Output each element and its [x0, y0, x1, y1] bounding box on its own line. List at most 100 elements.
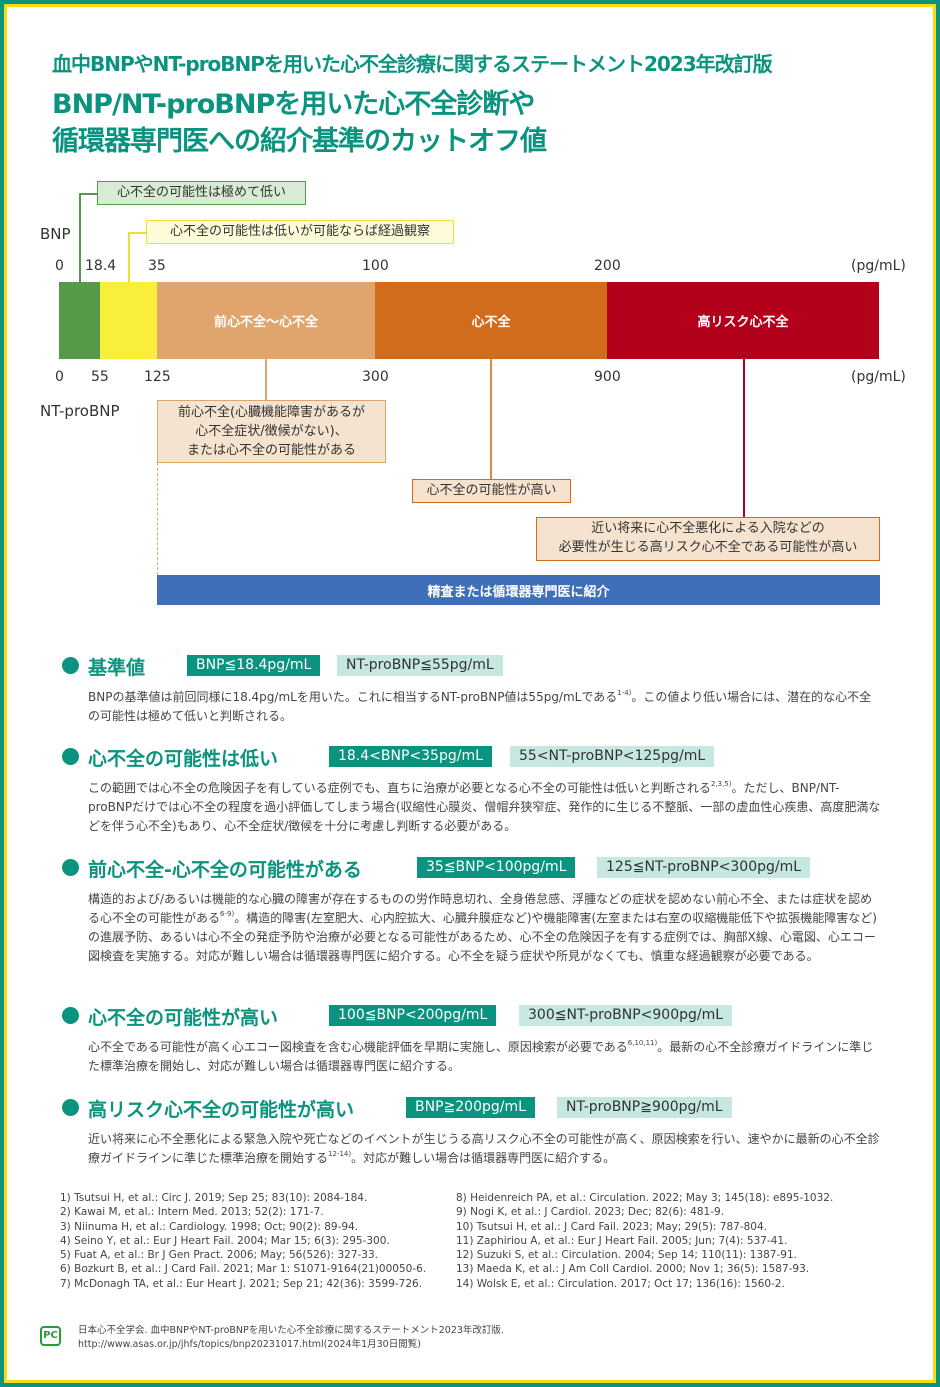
nt-badge: NT-proBNP≧900pg/mL: [557, 1097, 732, 1118]
section-text: この範囲では心不全の危険因子を有している症例でも、直ちに治療が必要となる心不全の…: [88, 779, 883, 836]
text: 心不全である可能性が高く心エコー図検査を含む心機能評価を早期に実施し、原因検索が…: [88, 1040, 628, 1054]
section-text: 心不全である可能性が高く心エコー図検査を含む心機能評価を早期に実施し、原因検索が…: [88, 1038, 883, 1076]
connector-low: [128, 232, 130, 282]
section-title: 高リスク心不全の可能性が高い: [88, 1099, 355, 1121]
segment-normal: [59, 282, 100, 359]
header-subtitle: 血中BNPやNT-proBNPを用いた心不全診療に関するステートメント2023年…: [52, 52, 773, 76]
text: 。ただし、BNP/NT-proBNPだけでは心不全の程度を過小評価してしまう場合…: [88, 781, 881, 833]
text: 近い将来に心不全悪化による緊急入院や死亡などのイベントが生じうる高リスク心不全の…: [88, 1132, 880, 1165]
section-text: 構造的および/あるいは機能的な心臓の障害が存在するものの労作時息切れ、全身倦怠感…: [88, 890, 883, 966]
citation: 2,3,5): [710, 780, 732, 788]
text: 。構造的障害(左室肥大、心内腔拡大、心臓弁膜症など)や機能障害(左室または右室の…: [88, 911, 877, 963]
bnp-tick: 200: [594, 258, 621, 274]
nt-badge: 125≦NT-proBNP<300pg/mL: [597, 857, 811, 878]
callout-high-risk: 近い将来に心不全悪化による入院などの 必要性が生じる高リスク心不全である可能性が…: [536, 517, 880, 561]
bullet-icon: [62, 859, 79, 876]
connector-high: [490, 359, 492, 479]
bnp-badge: 100≦BNP<200pg/mL: [329, 1005, 497, 1026]
section-title: 心不全の可能性は低い: [88, 748, 279, 770]
reference: 11) Zaphiriou A, et al.: Eur J Heart Fai…: [456, 1234, 788, 1247]
callout-pre-hf: 前心不全(心臓機能障害があるが 心不全症状/徴候がない)、 または心不全の可能性…: [157, 400, 386, 463]
text: 。この値より低い場合には、潜在的な心不全の可能性は極めて低いと判断される。: [88, 690, 872, 723]
reference: 1) Tsutsui H, et al.: Circ J. 2019; Sep …: [60, 1192, 368, 1204]
connector-pre: [265, 359, 267, 400]
text: この範囲では心不全の危険因子を有している症例でも、直ちに治療が必要となる心不全の…: [88, 781, 711, 795]
callout-high-risk-line: 近い将来に心不全悪化による入院などの: [591, 521, 825, 536]
reference: 2) Kawai M, et al.: Intern Med. 2013; 52…: [60, 1206, 324, 1219]
bnp-tick: 35: [148, 258, 166, 274]
citation: 1-4): [617, 689, 632, 697]
page-title-line2: 循環器専門医への紹介基準のカットオフ値: [52, 126, 547, 157]
page-title-line1: BNP/NT-proBNPを用いた心不全診断や: [52, 89, 535, 120]
section-title: 心不全の可能性が高い: [88, 1007, 279, 1029]
bnp-badge: BNP≧200pg/mL: [406, 1097, 535, 1118]
bullet-icon: [62, 1007, 79, 1024]
bnp-tick: 100: [362, 258, 389, 274]
connector-very-low: [79, 193, 81, 282]
section-title: 前心不全-心不全の可能性がある: [88, 859, 362, 881]
connector-very-low-h: [79, 193, 97, 195]
references-right: 8) Heidenreich PA, et al.: Circulation. …: [456, 1191, 833, 1291]
nt-tick: 0: [55, 369, 64, 385]
citation: 6,10,11): [627, 1039, 658, 1047]
nt-badge: 300≦NT-proBNP<900pg/mL: [519, 1005, 733, 1026]
reference: 9) Nogi K, et al.: J Cardiol. 2023; Dec;…: [456, 1206, 725, 1219]
dashed-connector: [157, 463, 159, 575]
callout-pre-line: または心不全の可能性がある: [186, 443, 356, 458]
nt-tick: 125: [144, 369, 171, 385]
nt-unit: (pg/mL): [851, 369, 906, 385]
section-text: BNPの基準値は前回同様に18.4pg/mLを用いた。これに相当するNT-pro…: [88, 688, 883, 726]
reference: 14) Wolsk E, et al.: Circulation. 2017; …: [456, 1277, 785, 1290]
reference: 8) Heidenreich PA, et al.: Circulation. …: [456, 1192, 834, 1204]
text: BNPの基準値は前回同様に18.4pg/mLを用いた。これに相当するNT-pro…: [88, 690, 618, 704]
reference: 5) Fuat A, et al.: Br J Gen Pract. 2006;…: [60, 1249, 378, 1262]
bullet-icon: [62, 657, 79, 674]
reference: 6) Bozkurt B, et al.: J Card Fail. 2021;…: [60, 1263, 427, 1276]
segment-low: [100, 282, 157, 359]
bnp-tick: 0: [55, 258, 64, 274]
reference: 13) Maeda K, et al.: J Am Coll Cardiol. …: [456, 1263, 810, 1276]
citation: 6-9): [220, 910, 235, 918]
text: 。最新の心不全診療ガイドラインに準じた標準治療を開始し、対応が難しい場合は循環器…: [88, 1040, 874, 1073]
callout-very-low: 心不全の可能性は極めて低い: [97, 181, 306, 205]
connector-low-h: [128, 232, 146, 234]
bnp-tick: 18.4: [85, 258, 117, 274]
bnp-axis-label: BNP: [40, 225, 71, 243]
text: 構造的および/あるいは機能的な心臓の障害が存在するものの労作時息切れ、全身倦怠感…: [88, 892, 873, 925]
segment-hf: 心不全: [375, 282, 607, 359]
references-left: 1) Tsutsui H, et al.: Circ J. 2019; Sep …: [60, 1191, 426, 1291]
callout-high-risk-line: 必要性が生じる高リスク心不全である可能性が高い: [558, 540, 858, 555]
inner-border: [4, 4, 936, 1383]
text: 。対応が難しい場合は循環器専門医に紹介する。: [351, 1151, 616, 1165]
citation: 12-14): [328, 1150, 352, 1158]
reference: 3) Niinuma H, et al.: Cardiology. 1998; …: [60, 1220, 359, 1233]
nt-tick: 55: [91, 369, 109, 385]
segment-high-risk: 高リスク心不全: [607, 282, 879, 359]
callout-pre-line: 前心不全(心臓機能障害があるが: [177, 405, 366, 420]
nt-tick: 300: [362, 369, 389, 385]
bnp-badge: 35≦BNP<100pg/mL: [417, 857, 576, 878]
reference: 12) Suzuki S, et al.: Circulation. 2004;…: [456, 1249, 797, 1262]
section-title: 基準値: [88, 657, 146, 679]
nt-badge: NT-proBNP≦55pg/mL: [337, 655, 503, 676]
callout-pre-line: 心不全症状/徴候がない)、: [195, 424, 348, 439]
publisher-logo-icon: PC: [40, 1326, 61, 1346]
bullet-icon: [62, 748, 79, 765]
footer-line: 日本心不全学会. 血中BNPやNT-proBNPを用いた心不全診療に関するステー…: [78, 1325, 504, 1336]
callout-high: 心不全の可能性が高い: [412, 479, 571, 503]
reference: 10) Tsutsui H, et al.: J Card Fail. 2023…: [456, 1220, 767, 1233]
connector-high-risk: [743, 359, 745, 517]
bullet-icon: [62, 1099, 79, 1116]
reference: 4) Seino Y, et al.: Eur J Heart Fail. 20…: [60, 1234, 390, 1247]
bnp-unit: (pg/mL): [851, 258, 906, 274]
bnp-badge: BNP≦18.4pg/mL: [187, 655, 321, 676]
callout-low: 心不全の可能性は低いが可能ならば経過観察: [146, 220, 454, 244]
bnp-badge: 18.4<BNP<35pg/mL: [329, 746, 492, 767]
nt-tick: 900: [594, 369, 621, 385]
footer-citation: 日本心不全学会. 血中BNPやNT-proBNPを用いた心不全診療に関するステー…: [78, 1324, 504, 1352]
reference: 7) McDonagh TA, et al.: Eur Heart J. 202…: [60, 1277, 423, 1290]
nt-badge: 55<NT-proBNP<125pg/mL: [510, 746, 715, 767]
footer-url[interactable]: http://www.asas.or.jp/jhfs/topics/bnp202…: [78, 1339, 421, 1350]
referral-bar: 精査または循環器専門医に紹介: [157, 575, 880, 605]
